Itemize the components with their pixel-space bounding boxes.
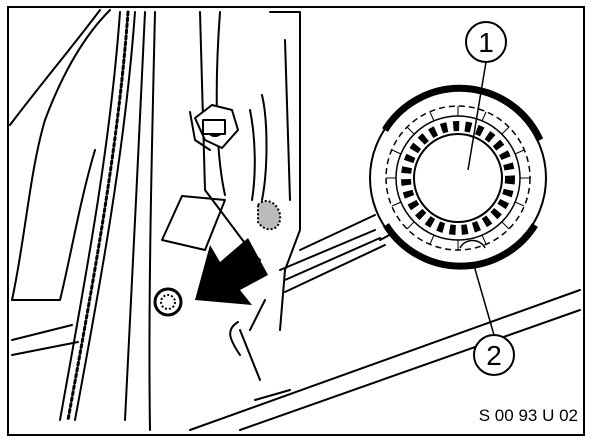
callout-2-label: 2 — [486, 340, 502, 371]
grommet — [153, 287, 183, 317]
pillar-opening — [161, 195, 226, 251]
pointer-arrow — [195, 238, 268, 305]
pillar-seal — [59, 10, 156, 431]
pillar-inner-panel — [199, 11, 301, 331]
callout-2: 2 — [472, 261, 515, 376]
seal-detail-ring — [369, 84, 547, 270]
callout-1: 1 — [465, 21, 507, 171]
figure-code: S 00 93 U 02 — [479, 406, 578, 425]
striker-bolt — [189, 104, 239, 151]
door-sill — [189, 214, 581, 431]
callout-1-label: 1 — [478, 27, 494, 58]
door-trim-outline — [9, 9, 111, 356]
latch-mark — [257, 200, 282, 231]
